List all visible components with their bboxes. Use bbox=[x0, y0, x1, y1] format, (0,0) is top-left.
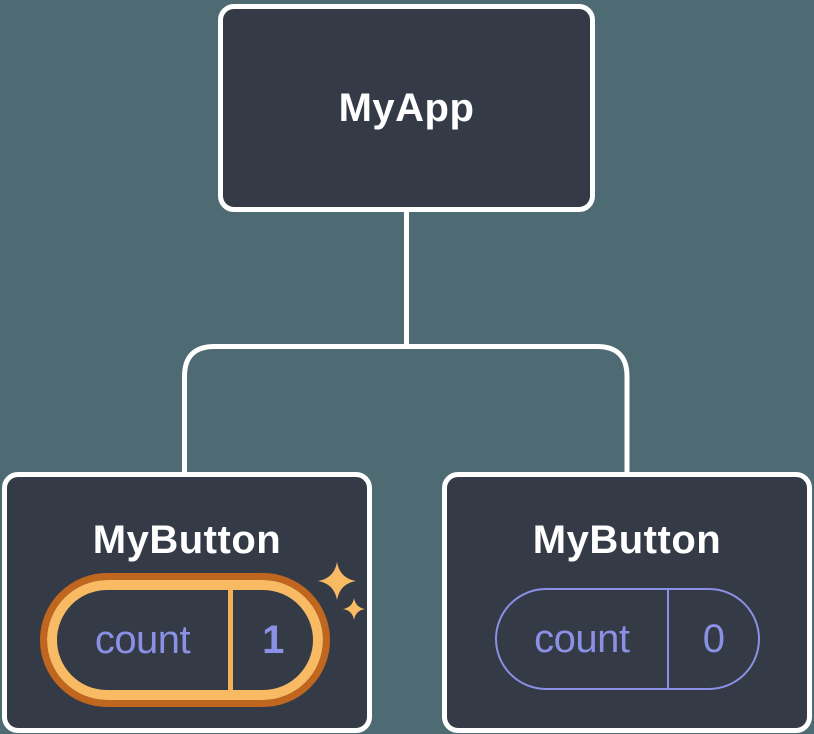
count-value: 1 bbox=[262, 617, 284, 662]
count-label: count bbox=[534, 616, 630, 661]
count-pill: count 0 bbox=[495, 588, 760, 690]
node-mybutton-left-label: MyButton bbox=[92, 518, 282, 562]
sparkles-icon bbox=[318, 562, 365, 620]
pill-divider bbox=[228, 590, 233, 690]
node-mybutton-right: MyButton count 0 bbox=[442, 472, 812, 733]
count-pill-highlighted: count 1 bbox=[40, 573, 330, 707]
node-myapp-label: MyApp bbox=[338, 85, 475, 130]
node-myapp: MyApp bbox=[218, 4, 595, 212]
node-mybutton-left: MyButton count 1 bbox=[2, 472, 372, 733]
connector-branch bbox=[182, 344, 630, 479]
pill-divider bbox=[666, 590, 670, 688]
node-mybutton-right-label: MyButton bbox=[532, 518, 722, 562]
count-value: 0 bbox=[702, 616, 725, 661]
count-label: count bbox=[94, 617, 191, 662]
sparkle-small bbox=[343, 598, 365, 620]
sparkle-large bbox=[318, 562, 356, 600]
